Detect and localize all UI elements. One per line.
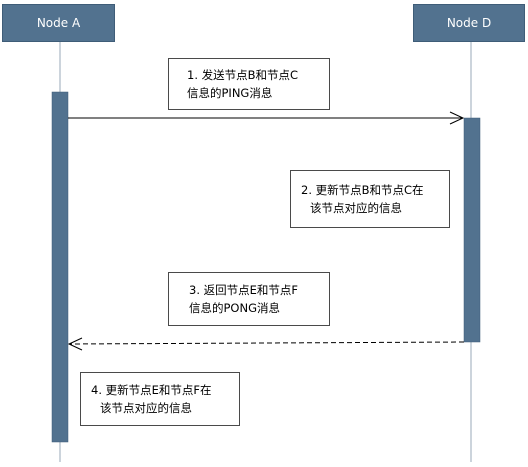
note-return-pong: 3. 返回节点E和节点F 信息的PONG消息: [168, 272, 330, 326]
note-send-ping: 1. 发送节点B和节点C 信息的PING消息: [168, 58, 330, 110]
message-pong-arrow-line: [68, 341, 465, 345]
note-line: 该节点对应的信息: [100, 401, 192, 415]
note-update-b-c: 2. 更新节点B和节点C在 该节点对应的信息: [290, 170, 450, 228]
message-pong-arrowhead: [67, 337, 83, 351]
note-line: 4. 更新节点E和节点F在: [91, 383, 212, 397]
activation-bar-d: [463, 117, 481, 343]
note-update-e-f: 4. 更新节点E和节点F在 该节点对应的信息: [80, 372, 240, 426]
lifeline-head-label: Node D: [446, 16, 492, 30]
lifeline-head-node-a: Node A: [2, 4, 115, 42]
note-line: 1. 发送节点B和节点C: [187, 68, 299, 82]
activation-bar-a: [51, 91, 69, 443]
lifeline-head-label: Node A: [36, 16, 81, 30]
note-line: 该节点对应的信息: [310, 201, 402, 215]
note-line: 2. 更新节点B和节点C在: [301, 183, 424, 197]
note-line: 3. 返回节点E和节点F: [189, 283, 299, 297]
lifeline-head-node-d: Node D: [413, 4, 525, 42]
note-line: 信息的PONG消息: [189, 301, 280, 315]
note-line: 信息的PING消息: [187, 86, 273, 100]
message-ping-arrowhead: [449, 111, 465, 125]
